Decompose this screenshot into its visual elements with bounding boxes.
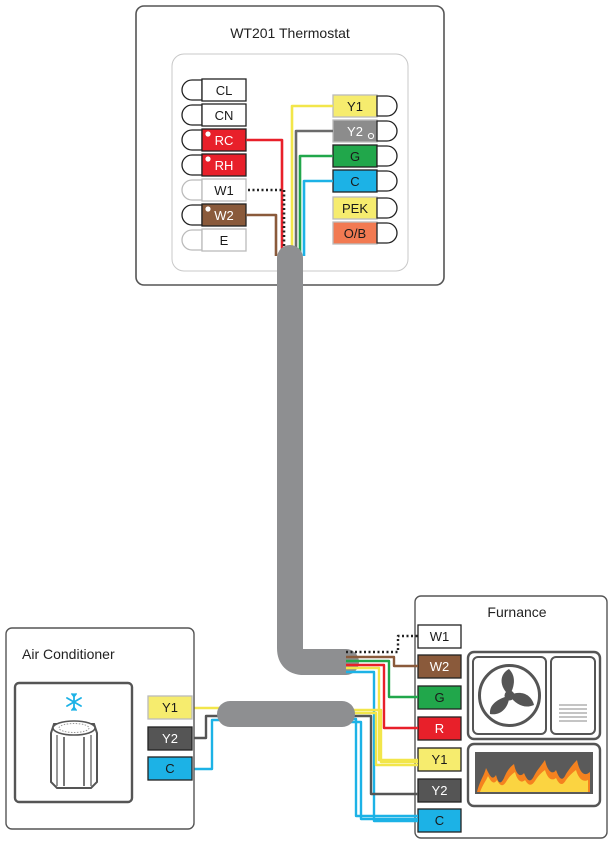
wire-red	[346, 663, 418, 730]
thermostat-wires	[246, 104, 333, 256]
fan-icon	[478, 664, 541, 727]
ac-terminal-y2[interactable]: Y2	[147, 726, 193, 751]
terminal-label: E	[220, 233, 229, 248]
terminal-label: W2	[214, 208, 234, 223]
air-conditioner-panel: Air Conditioner	[5, 627, 195, 830]
wire-green	[346, 659, 418, 699]
wire-green	[298, 154, 333, 256]
terminal-label: C	[165, 761, 174, 776]
terminal-g[interactable]: G	[332, 144, 398, 168]
ac-terminal-c[interactable]: C	[147, 756, 193, 781]
snowflake-icon	[66, 693, 82, 711]
furnace-terminal-c[interactable]: C	[417, 808, 462, 833]
terminal-label: Y1	[162, 700, 178, 715]
terminal-c[interactable]: C	[332, 169, 398, 193]
wire-yellow	[345, 711, 418, 767]
terminal-label: PEK	[342, 201, 368, 216]
terminal-w1[interactable]: W1	[181, 178, 247, 202]
terminal-label: G	[350, 149, 360, 164]
wire-yellow-2	[345, 708, 418, 764]
terminal-label: C	[435, 813, 444, 828]
air-conditioner-terminals: Y1 Y2 C	[147, 695, 193, 781]
terminal-y1[interactable]: Y1	[332, 94, 398, 118]
wire-brown	[246, 213, 278, 256]
terminal-y2[interactable]: Y2	[332, 119, 398, 143]
terminal-rh[interactable]: RH	[181, 153, 247, 177]
thermostat-title: WT201 Thermostat	[230, 25, 350, 41]
wire-gray	[294, 129, 333, 256]
terminal-rc[interactable]: RC	[181, 128, 247, 152]
wire-blue-2	[345, 720, 418, 821]
terminal-label: O/B	[344, 226, 366, 241]
furnace-terminal-w1[interactable]: W1	[417, 624, 462, 649]
terminal-label: Y2	[432, 783, 448, 798]
terminal-e[interactable]: E	[181, 228, 247, 252]
terminal-label: Y2	[162, 731, 178, 746]
terminal-ob[interactable]: O/B	[332, 221, 398, 245]
ac-unit-icon	[50, 720, 98, 789]
terminal-label: CN	[215, 108, 234, 123]
wire-black-dotted	[346, 634, 418, 654]
terminal-label: W1	[214, 183, 234, 198]
terminal-label: R	[435, 721, 444, 736]
flame-icon	[475, 752, 593, 794]
furnace-terminal-y1[interactable]: Y1	[417, 747, 462, 772]
wire-yellow	[346, 666, 418, 762]
terminal-label: Y2	[347, 124, 363, 139]
terminal-label: W1	[430, 629, 450, 644]
thermostat-left-terminals: CL CN RC RH W1 W2	[181, 78, 247, 252]
terminal-label: RH	[215, 158, 234, 173]
air-conditioner-title: Air Conditioner	[22, 646, 115, 662]
furnace-panel: Furnance	[414, 595, 608, 839]
wire-black-dotted	[248, 188, 286, 256]
terminal-label: C	[350, 174, 359, 189]
ac-terminal-y1[interactable]: Y1	[147, 695, 193, 720]
wire-red	[246, 138, 284, 256]
main-cable	[277, 245, 359, 675]
wire-yellow	[290, 104, 333, 256]
terminal-cl[interactable]: CL	[181, 78, 247, 102]
vent-icon	[550, 656, 596, 735]
terminal-label: Y1	[432, 752, 448, 767]
terminal-label: W2	[430, 659, 450, 674]
wire-brown	[346, 655, 418, 668]
wire-gray	[345, 714, 418, 796]
terminal-pek[interactable]: PEK	[332, 196, 398, 220]
furnace-terminal-g[interactable]: G	[417, 685, 462, 710]
furnace-terminal-y2[interactable]: Y2	[417, 778, 462, 803]
wire-blue	[346, 670, 418, 823]
furnace-wires	[346, 634, 418, 823]
wire-ac-gray	[192, 714, 228, 740]
furnace-terminal-r[interactable]: R	[417, 716, 462, 741]
furnace-terminals: W1 W2 G R Y1 Y2 C	[417, 624, 462, 833]
wire-blue	[302, 179, 333, 256]
terminal-label: RC	[215, 133, 234, 148]
terminal-label: Y1	[347, 99, 363, 114]
terminal-cn[interactable]: CN	[181, 103, 247, 127]
furnace-terminal-w2[interactable]: W2	[417, 654, 462, 679]
furnace-title: Furnance	[487, 604, 546, 620]
wire-ac-blue	[192, 718, 228, 771]
terminal-label: CL	[216, 83, 233, 98]
terminal-w2[interactable]: W2	[181, 203, 247, 227]
terminal-label: G	[434, 690, 444, 705]
